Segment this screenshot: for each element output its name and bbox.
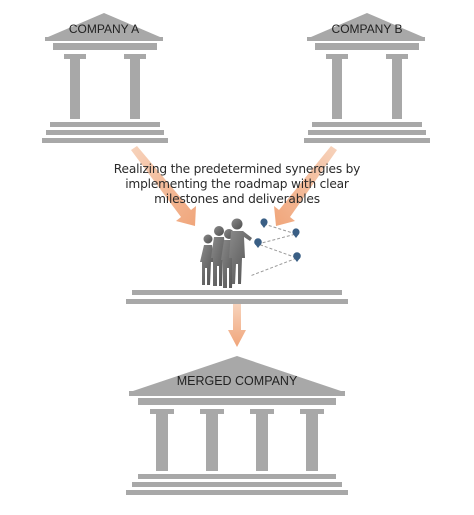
- arrow-down-icon: [228, 304, 246, 347]
- location-pin-icon: [293, 252, 301, 262]
- caption-line-2: implementing the roadmap with clear: [125, 177, 349, 191]
- location-pin-icon: [260, 218, 268, 228]
- company-b-building-icon: COMPANY B: [304, 13, 430, 143]
- company-b-label: COMPANY B: [332, 22, 403, 36]
- location-pin-icon: [254, 238, 262, 248]
- synergy-caption: Realizing the predetermined synergies by…: [100, 162, 374, 207]
- caption-line-1: Realizing the predetermined synergies by: [113, 162, 361, 176]
- merged-company-building-icon: MERGED COMPANY: [126, 356, 348, 495]
- foundation-platform: [126, 290, 348, 304]
- arrow-left-icon: [131, 146, 196, 226]
- arrow-right-icon: [274, 146, 337, 226]
- location-pin-icon: [292, 228, 300, 238]
- merged-company-label: MERGED COMPANY: [177, 374, 298, 388]
- company-a-building-icon: COMPANY A: [42, 13, 168, 143]
- people-figures-icon: [200, 218, 252, 288]
- company-a-label: COMPANY A: [69, 22, 139, 36]
- caption-line-3: milestones and deliverables: [154, 192, 320, 206]
- roadmap-path: [249, 218, 301, 277]
